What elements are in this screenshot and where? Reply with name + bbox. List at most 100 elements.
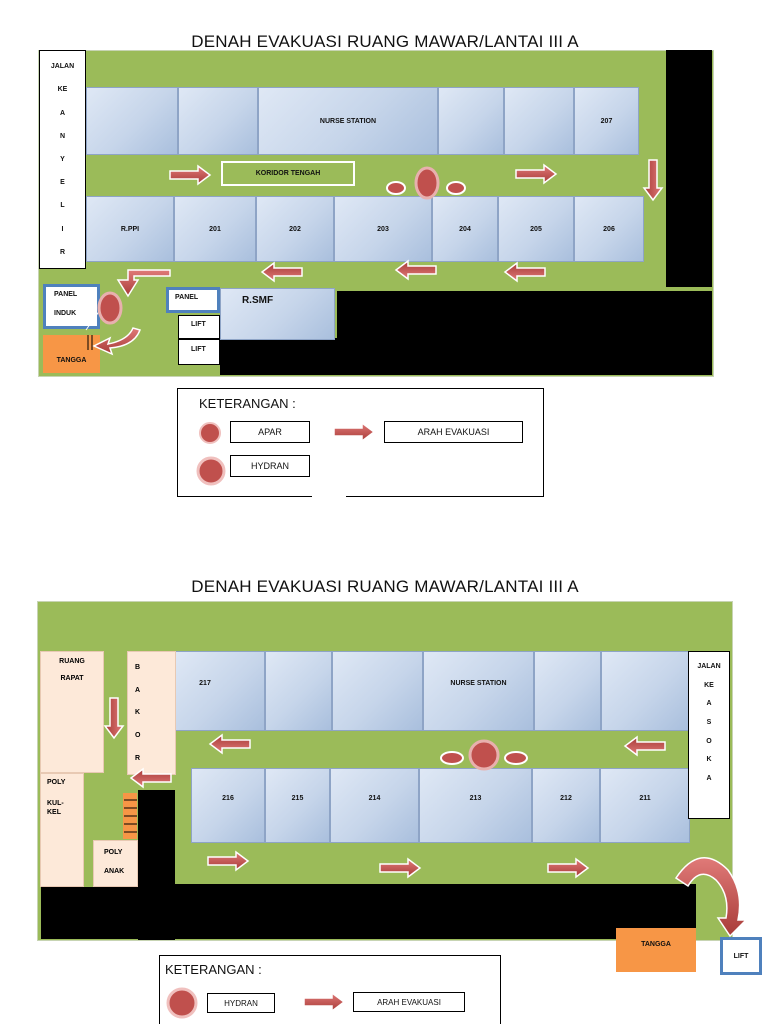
map2-poly-anak-line: POLY <box>104 849 123 856</box>
map1-room-202: 202 <box>256 196 334 262</box>
map1-road-letter: E <box>60 179 65 187</box>
map1-lift-2: LIFT <box>178 339 220 365</box>
map1-panel-induk-line: PANEL <box>54 291 78 298</box>
map2-bakor-letter: R <box>135 755 141 763</box>
map2-road-sign: JALAN KE A S O K A <box>688 651 730 819</box>
map1-room-205: 205 <box>498 196 574 262</box>
map2-ruang-rapat: RUANG RAPAT <box>40 651 104 773</box>
map1-arrow-curve-icon <box>92 327 141 356</box>
map1-legend-hydran: HYDRAN <box>230 455 310 477</box>
map2-legend-hydran: HYDRAN <box>207 993 275 1013</box>
map2-room-212: 212 <box>532 768 600 843</box>
map2-top-room-3 <box>332 651 423 731</box>
map1-top-room-4 <box>438 87 504 155</box>
map2-wall-column <box>138 790 175 940</box>
map2-stairs: TANGGA <box>616 928 696 972</box>
map1-legend-arah: ARAH EVAKUASI <box>384 421 523 443</box>
map1-wall-right <box>666 50 712 287</box>
map2-ruang-rapat-line: RUANG <box>59 658 85 665</box>
map2-poly-anak-line: ANAK <box>104 868 125 875</box>
map2-road-letter: O <box>706 737 712 745</box>
map1-legend-hydran-icon <box>196 456 226 486</box>
map1-title: DENAH EVAKUASI RUANG MAWAR/LANTAI III A <box>191 32 579 51</box>
map1-panel-induk-line: INDUK <box>54 310 77 317</box>
map1-room-206: 206 <box>574 196 644 262</box>
map2-poly-anak: POLY ANAK <box>93 840 138 887</box>
map1-lift-1: LIFT <box>178 315 220 339</box>
map1-room-rppi: R.PPI <box>86 196 174 262</box>
map1-legend-apar-icon <box>199 422 221 444</box>
map1-room-rsmf: R.SMF <box>220 288 335 340</box>
map1-panel: PANEL <box>166 287 220 313</box>
map1-corridor-label: KORIDOR TENGAH <box>221 161 355 186</box>
map1-top-room-5 <box>504 87 574 155</box>
map2-poly-kulkel-line: KUL- <box>47 800 64 807</box>
map1-road-letter: Y <box>60 155 65 163</box>
map1-apar-icon <box>446 181 466 195</box>
map1-arrow-bend-icon <box>116 269 171 298</box>
map1-room-204: 204 <box>432 196 498 262</box>
map2-poly-kulkel: POLY KUL- KEL <box>40 773 84 887</box>
map1-hydran-icon <box>97 291 123 325</box>
map1-road-sign: JALAN KE A N Y E L I R <box>39 50 86 269</box>
map1-arrow-down-icon <box>643 159 663 201</box>
map2-arrow-right-icon <box>207 851 249 871</box>
map1-road-letter: L <box>60 202 65 210</box>
map1-road-letter: R <box>59 248 66 256</box>
map2-room-216: 216 <box>191 768 265 843</box>
map2-poly-kulkel-line: KEL <box>47 809 61 816</box>
map2-bakor-letter: K <box>135 709 141 717</box>
map2-road-letter: S <box>706 718 712 726</box>
map2-room-213: 213 <box>419 768 532 843</box>
map2-nurse-station: NURSE STATION <box>423 651 534 731</box>
map2-road-letter: A <box>706 775 712 783</box>
map2-top-room-5 <box>534 651 601 731</box>
map2-apar-icon <box>504 751 528 765</box>
map1-top-room-2 <box>178 87 258 155</box>
map1-hydran-icon <box>414 166 440 200</box>
map2-room-217: 217 <box>175 651 265 731</box>
map2-lift: LIFT <box>720 937 762 975</box>
map2-arrow-left-icon <box>130 768 172 788</box>
map2-bakor: B A K O R <box>127 651 176 775</box>
map1-legend-apar: APAR <box>230 421 310 443</box>
map1-stair-rail <box>85 309 101 331</box>
map1-road-letter: I <box>61 225 64 233</box>
map2-room-211: 211 <box>600 768 690 843</box>
map1-top-room-1 <box>86 87 178 155</box>
map2-legend-title: KETERANGAN : <box>165 962 262 977</box>
map1-wall-bottom <box>337 291 712 375</box>
map1-room-201: 201 <box>174 196 256 262</box>
map2-poly-kulkel-line: POLY <box>47 779 66 786</box>
map1-wall-lift-area <box>220 338 337 375</box>
map1-apar-icon <box>386 181 406 195</box>
map1-road-letter: JALAN <box>50 63 75 71</box>
map2-arrow-left-icon <box>209 734 251 754</box>
map2-legend-arah: ARAH EVAKUASI <box>353 992 465 1012</box>
map1-arrow-left-icon <box>261 262 303 282</box>
map2-wall-left-bottom <box>41 887 140 939</box>
map1-room-203: 203 <box>334 196 432 262</box>
map2-arrow-curve-icon <box>674 857 748 938</box>
map1-arrow-right-icon <box>169 165 211 185</box>
map1-legend-title: KETERANGAN : <box>199 396 296 411</box>
map1-room-207: 207 <box>574 87 639 155</box>
map2-road-letter: JALAN <box>697 662 721 670</box>
map2-legend-arrow-icon <box>303 992 345 1012</box>
map1-road-letter: A <box>59 109 66 117</box>
map1-legend-gap <box>312 494 346 500</box>
map1-road-letter: KE <box>57 86 68 94</box>
map1-arrow-left-icon <box>395 260 437 280</box>
map2-arrow-right-icon <box>547 858 589 878</box>
map2-wall-bottom <box>175 884 696 939</box>
map2-apar-icon <box>440 751 464 765</box>
map2-arrow-down-icon <box>104 697 124 739</box>
map2-title: DENAH EVAKUASI RUANG MAWAR/LANTAI III A <box>191 577 579 596</box>
map2-arrow-right-icon <box>379 858 421 878</box>
map2-road-letter: KE <box>704 681 714 689</box>
map2-top-room-6 <box>601 651 689 731</box>
map1-road-letter: N <box>59 132 66 140</box>
map2-road-letter: K <box>706 756 712 764</box>
map2-bakor-letter: B <box>135 663 141 671</box>
